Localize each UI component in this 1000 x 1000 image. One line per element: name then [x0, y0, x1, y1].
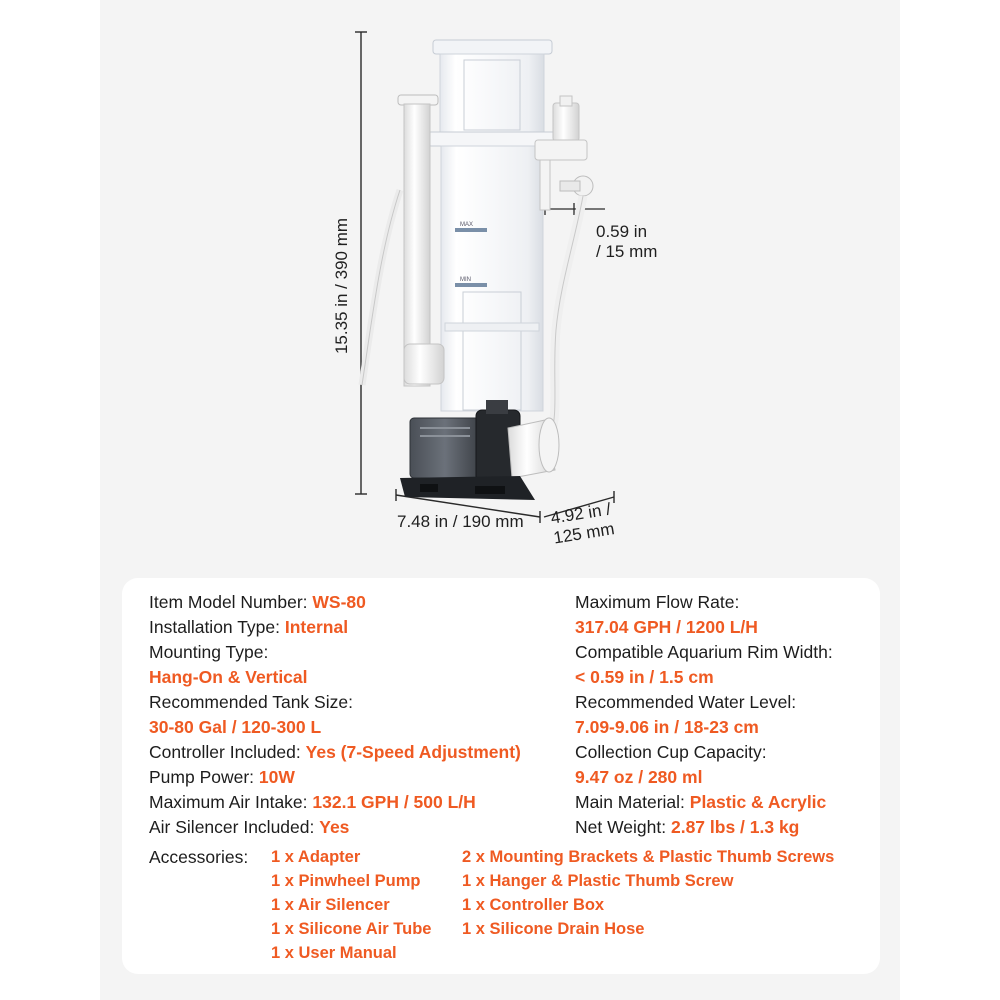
depth-dimension-line [543, 491, 615, 518]
accessories-column-2: 2 x Mounting Brackets & Plastic Thumb Sc… [462, 845, 834, 941]
spec-mounting-type-value: Hang-On & Vertical [149, 667, 308, 687]
spec-model-number: Item Model Number: WS-80 [149, 592, 366, 612]
gap-label-line-1: 0.59 in [596, 222, 648, 241]
spec-mounting-type-label: Mounting Type: [149, 642, 269, 662]
protein-skimmer-illustration: MAX MIN [355, 31, 615, 523]
height-dimension-line [355, 31, 367, 495]
accessory-item: 1 x Hanger & Plastic Thumb Screw [462, 872, 734, 890]
spec-flow-rate-value: 317.04 GPH / 1200 L/H [575, 617, 758, 637]
accessory-item: 1 x Air Silencer [271, 896, 390, 914]
specifications-card [122, 578, 880, 974]
spec-controller-included: Controller Included: Yes (7-Speed Adjust… [149, 742, 521, 762]
height-dimension-label: 15.35 in / 390 mm [332, 217, 351, 355]
accessory-item: 1 x Pinwheel Pump [271, 872, 421, 890]
spec-rim-width-label: Compatible Aquarium Rim Width: [575, 642, 833, 662]
spec-tank-size-label: Recommended Tank Size: [149, 692, 353, 712]
spec-pump-power: Pump Power: 10W [149, 767, 295, 787]
spec-cup-capacity-label: Collection Cup Capacity: [575, 742, 767, 762]
pinwheel-pump [400, 400, 560, 500]
spec-air-intake: Maximum Air Intake: 132.1 GPH / 500 L/H [149, 792, 476, 812]
hang-on-bracket [534, 95, 594, 211]
spec-cup-capacity-value: 9.47 oz / 280 ml [575, 767, 703, 787]
svg-text:MAX: MAX [460, 222, 473, 228]
accessory-item: 1 x Silicone Drain Hose [462, 920, 645, 938]
spec-flow-rate-label: Maximum Flow Rate: [575, 592, 740, 612]
accessory-item: 1 x Adapter [271, 848, 361, 866]
spec-air-silencer: Air Silencer Included: Yes [149, 817, 350, 837]
air-intake-tube [358, 94, 445, 387]
spec-water-level-label: Recommended Water Level: [575, 692, 797, 712]
accessories-label: Accessories: [149, 847, 249, 867]
accessory-item: 2 x Mounting Brackets & Plastic Thumb Sc… [462, 848, 835, 866]
accessory-item: 1 x User Manual [271, 944, 397, 962]
accessories-column-1: 1 x Adapter 1 x Pinwheel Pump 1 x Air Si… [271, 845, 431, 965]
spec-rim-width-value: < 0.59 in / 1.5 cm [575, 667, 714, 687]
spec-main-material: Main Material: Plastic & Acrylic [575, 792, 827, 812]
accessory-item: 1 x Silicone Air Tube [271, 920, 432, 938]
specs-right-column: Maximum Flow Rate: 317.04 GPH / 1200 L/H… [575, 590, 833, 840]
svg-text:MIN: MIN [460, 277, 471, 283]
spec-net-weight: Net Weight: 2.87 lbs / 1.3 kg [575, 817, 800, 837]
gap-label-line-2: / 15 mm [596, 242, 658, 261]
width-dimension-line [395, 489, 541, 523]
drain-hose [543, 195, 588, 443]
specs-left-column: Item Model Number: WS-80 Installation Ty… [149, 590, 521, 840]
outer-reactor-tube: MAX MIN [427, 39, 557, 412]
rim-gap-dimension-label: 0.59 in / 15 mm [596, 222, 657, 262]
spec-installation-type: Installation Type: Internal [149, 617, 349, 637]
spec-water-level-value: 7.09-9.06 in / 18-23 cm [575, 717, 759, 737]
spec-tank-size-value: 30-80 Gal / 120-300 L [149, 717, 322, 737]
accessory-item: 1 x Controller Box [462, 896, 605, 914]
width-dimension-label: 7.48 in / 190 mm [397, 512, 524, 531]
